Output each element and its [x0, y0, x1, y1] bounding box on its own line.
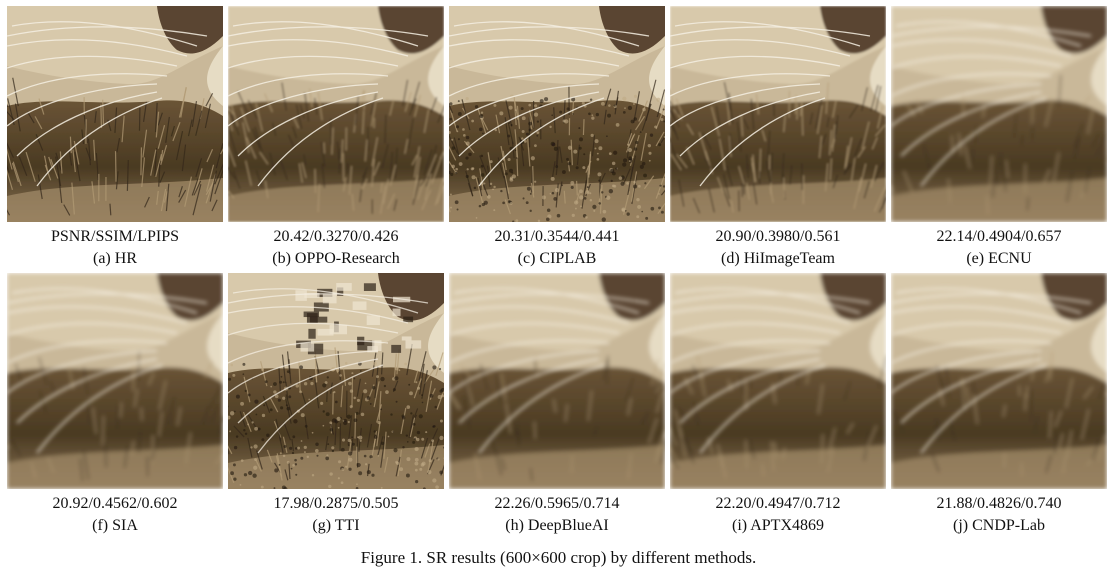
panel-label: (d) HiImageTeam [721, 250, 835, 267]
panel-metric: 20.90/0.3980/0.561 [715, 228, 841, 245]
panel-metric: 22.20/0.4947/0.712 [715, 495, 841, 512]
panel-metric: 21.88/0.4826/0.740 [936, 495, 1062, 512]
panel-label: (a) HR [93, 250, 137, 267]
cat-fur-photo [449, 6, 665, 222]
panel-label: (c) CIPLAB [517, 250, 597, 267]
panel-label: (g) TTI [312, 517, 360, 534]
cat-fur-photo [891, 273, 1107, 489]
panel-metric: 22.14/0.4904/0.657 [936, 228, 1062, 245]
cat-fur-photo [670, 273, 886, 489]
panel-label: (e) ECNU [966, 250, 1032, 267]
panel-label: (f) SIA [92, 517, 138, 534]
cat-fur-photo [7, 6, 223, 222]
panel-metric: PSNR/SSIM/LPIPS [50, 228, 180, 245]
figure-row-top: PSNR/SSIM/LPIPS (a) HR 20.42/0.3270/0.42… [7, 6, 1110, 274]
panel-f: 20.92/0.4562/0.602 (f) SIA [7, 273, 223, 541]
cat-fur-photo [449, 273, 665, 489]
panel-g: 17.98/0.2875/0.505 (g) TTI [228, 273, 444, 541]
panel-j: 21.88/0.4826/0.740 (j) CNDP-Lab [891, 273, 1107, 541]
cat-fur-photo [7, 273, 223, 489]
panel-c: 20.31/0.3544/0.441 (c) CIPLAB [449, 6, 665, 274]
figure-caption: Figure 1. SR results (600×600 crop) by d… [360, 548, 757, 567]
figure-row-bottom: 20.92/0.4562/0.602 (f) SIA 17.98/0.2875/… [7, 273, 1110, 541]
panel-metric: 20.42/0.3270/0.426 [273, 228, 399, 245]
panel-b: 20.42/0.3270/0.426 (b) OPPO-Research [228, 6, 444, 274]
panel-label: (i) APTX4869 [732, 517, 824, 534]
panel-label: (j) CNDP-Lab [953, 517, 1045, 534]
panel-metric: 20.31/0.3544/0.441 [494, 228, 620, 245]
panel-e: 22.14/0.4904/0.657 (e) ECNU [891, 6, 1107, 274]
cat-fur-photo [228, 273, 444, 489]
panel-i: 22.20/0.4947/0.712 (i) APTX4869 [670, 273, 886, 541]
panel-metric: 20.92/0.4562/0.602 [52, 495, 178, 512]
panel-a: PSNR/SSIM/LPIPS (a) HR [7, 6, 223, 274]
cat-fur-photo [670, 6, 886, 222]
panel-metric: 17.98/0.2875/0.505 [273, 495, 399, 512]
panel-label: (b) OPPO-Research [272, 250, 400, 267]
panel-metric: 22.26/0.5965/0.714 [494, 495, 620, 512]
cat-fur-photo [228, 6, 444, 222]
panel-h: 22.26/0.5965/0.714 (h) DeepBlueAI [449, 273, 665, 541]
panel-label: (h) DeepBlueAI [505, 517, 609, 534]
panel-d: 20.90/0.3980/0.561 (d) HiImageTeam [670, 6, 886, 274]
cat-fur-photo [891, 6, 1107, 222]
